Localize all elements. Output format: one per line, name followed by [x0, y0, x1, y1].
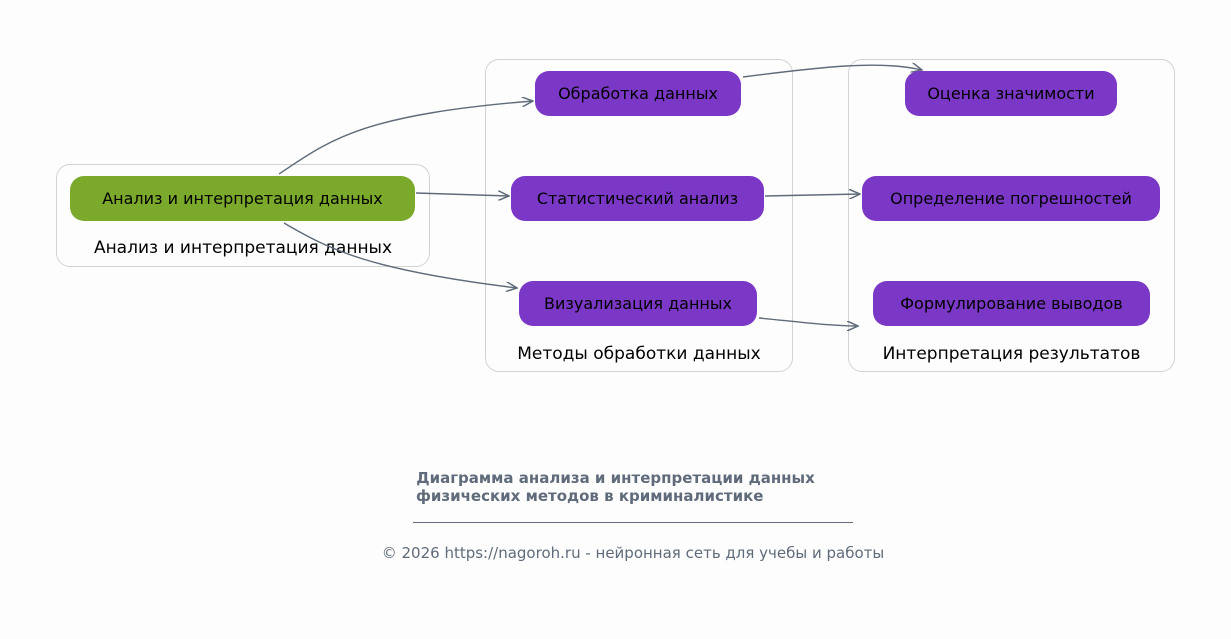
- edge-root-statistics: [415, 193, 509, 196]
- node-conclusions[interactable]: Формулирование выводов: [873, 281, 1150, 326]
- diagram-title-line1: Диаграмма анализа и интерпретации данных: [416, 469, 815, 487]
- title-divider: [413, 522, 853, 523]
- edge-processing-significance: [742, 65, 922, 78]
- cluster-analysis: Анализ и интерпретация данных: [56, 164, 430, 267]
- node-errors[interactable]: Определение погрешностей: [862, 176, 1160, 221]
- node-root[interactable]: Анализ и интерпретация данных: [70, 176, 415, 221]
- node-statistics[interactable]: Статистический анализ: [511, 176, 764, 221]
- diagram-title-line2: физических методов в криминалистике: [416, 487, 764, 505]
- node-processing[interactable]: Обработка данных: [535, 71, 741, 116]
- edge-root-visualization: [283, 222, 517, 288]
- edge-visualization-conclusions: [758, 317, 858, 326]
- node-visualization[interactable]: Визуализация данных: [519, 281, 757, 326]
- edge-root-processing: [278, 101, 533, 175]
- footer-copyright: © 2026 https://nagoroh.ru - нейронная се…: [381, 544, 885, 562]
- cluster-label: Методы обработки данных: [517, 344, 761, 364]
- cluster-label: Анализ и интерпретация данных: [93, 238, 393, 258]
- node-significance[interactable]: Оценка значимости: [905, 71, 1117, 116]
- edge-statistics-errors: [764, 194, 860, 196]
- cluster-results: Интерпретация результатов: [848, 59, 1175, 372]
- cluster-label: Интерпретация результатов: [882, 344, 1141, 364]
- cluster-methods: Методы обработки данных: [485, 59, 793, 372]
